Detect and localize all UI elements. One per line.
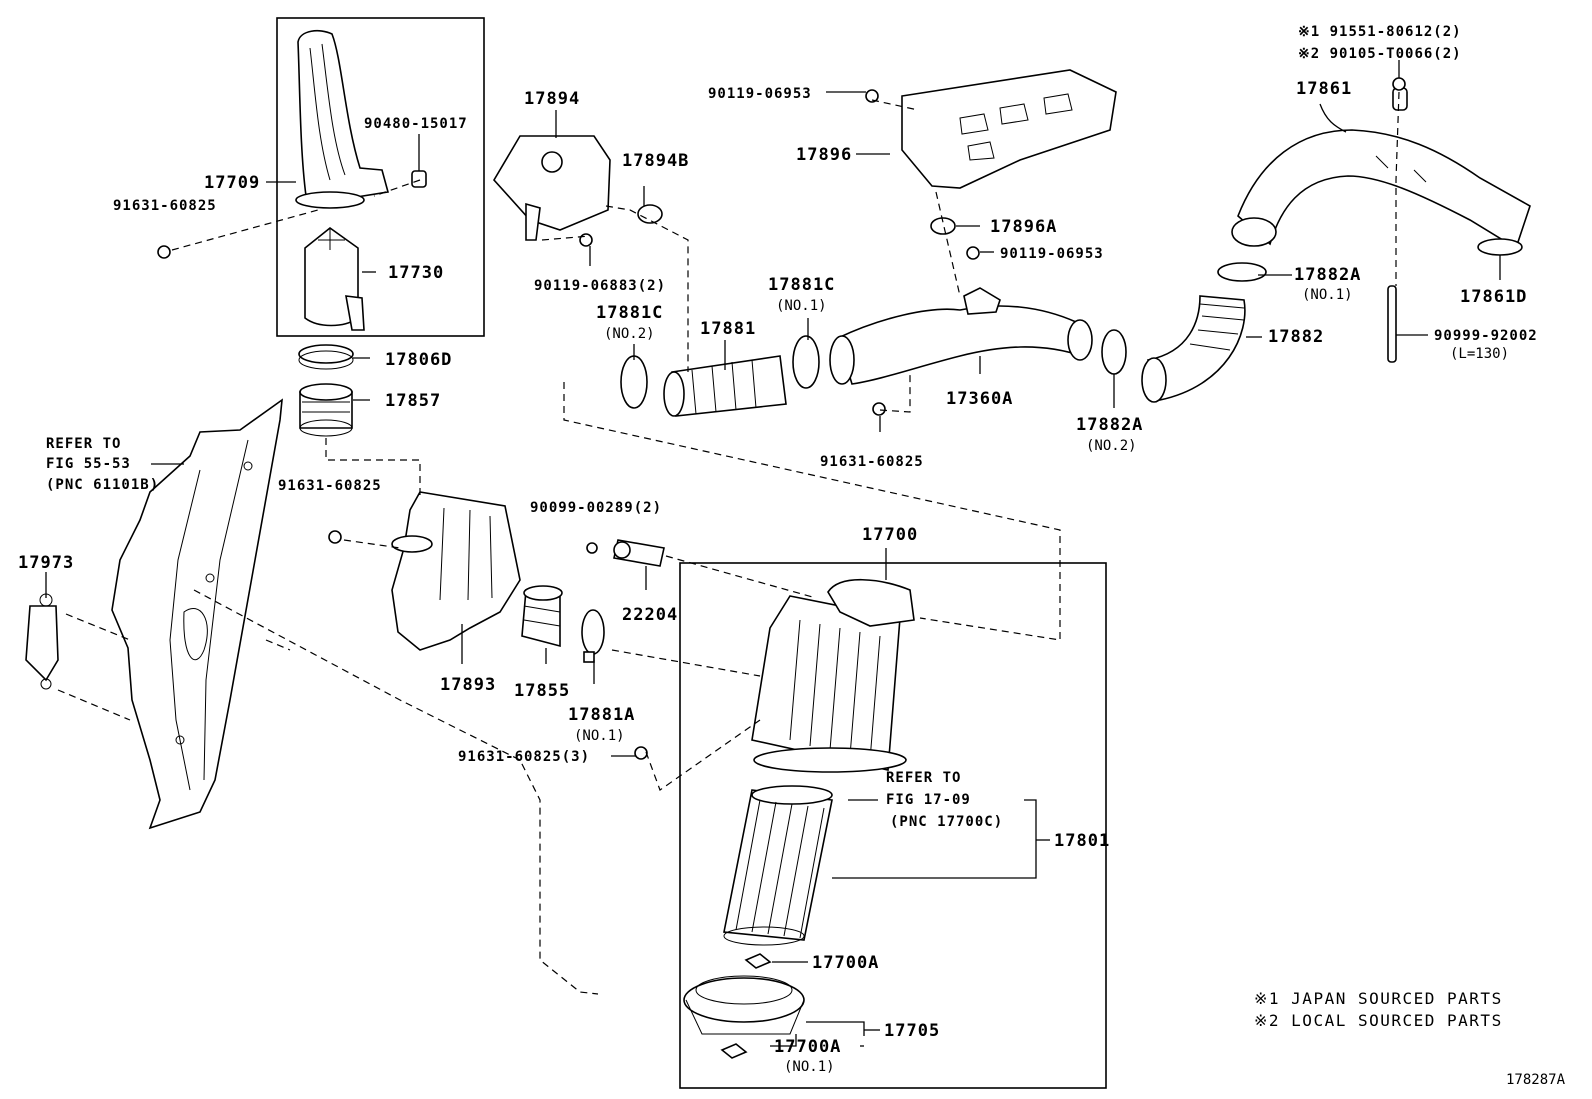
diagram-id: 178287A (1506, 1072, 1566, 1088)
part-17705-cap (683, 975, 805, 1035)
label-17881C-no1-sub: (NO.1) (776, 298, 827, 314)
part-body-panel (111, 398, 283, 830)
label-17894B: 17894B (622, 151, 689, 171)
label-17881C-no1: 17881C (768, 275, 835, 295)
part-17881C-no2-clamp (620, 355, 648, 409)
bolt-icons (157, 77, 1406, 760)
label-91631-60825-a: 91631-60825 (113, 198, 217, 214)
part-17801-filter-element (723, 785, 833, 946)
subassembly-frame-17709 (276, 17, 485, 337)
label-90999-92002: 90999-92002 (1434, 328, 1538, 344)
part-17861-duct (1231, 87, 1531, 250)
label-17730: 17730 (388, 263, 444, 283)
label-17893: 17893 (440, 675, 496, 695)
label-17857: 17857 (385, 391, 441, 411)
label-17881C-no2-sub: (NO.2) (604, 326, 655, 342)
part-17881A-clamp (581, 609, 605, 663)
label-17855: 17855 (514, 681, 570, 701)
label-mark2-part: ※2 90105-T0066(2) (1298, 46, 1462, 62)
label-90480-15017: 90480-15017 (364, 116, 468, 132)
label-17882A-no2-sub: (NO.2) (1086, 438, 1137, 454)
label-22204: 22204 (622, 605, 678, 625)
label-refer-to-1: REFER TO (46, 436, 121, 452)
part-17896A-clamp (930, 217, 956, 235)
label-91631-60825-b: 91631-60825 (278, 478, 382, 494)
label-17700A-no1: 17700A (774, 1037, 841, 1057)
label-90119-06953-a: 90119-06953 (708, 86, 812, 102)
part-17881-hose (663, 355, 787, 417)
label-90119-06883: 90119-06883(2) (534, 278, 666, 294)
part-17730-resonator (304, 226, 365, 331)
subassembly-frame-17700 (679, 562, 1107, 1089)
part-17861D-clamp (1477, 238, 1523, 256)
label-pnc-17700C: (PNC 17700C) (890, 814, 1003, 830)
part-22204-sensor (613, 539, 665, 567)
label-91631-60825-c: 91631-60825 (820, 454, 924, 470)
part-labels: 17709 90480-15017 91631-60825 17730 1780… (18, 24, 1538, 1075)
label-pnc-61101B: (PNC 61101B) (46, 477, 159, 493)
part-17709-inlet-duct (295, 29, 427, 209)
label-17700A: 17700A (812, 953, 879, 973)
label-refer-to-2: REFER TO (886, 770, 961, 786)
label-90119-06953-b: 90119-06953 (1000, 246, 1104, 262)
label-17861D: 17861D (1460, 287, 1527, 307)
label-17861: 17861 (1296, 79, 1352, 99)
label-17882A-no2: 17882A (1076, 415, 1143, 435)
label-fig-55-53: FIG 55-53 (46, 456, 131, 472)
label-17881C-no2: 17881C (596, 303, 663, 323)
label-17882A-no1: 17882A (1294, 265, 1361, 285)
label-17881A-sub: (NO.1) (574, 728, 625, 744)
part-17893-duct (391, 491, 521, 651)
label-17881A: 17881A (568, 705, 635, 725)
part-17700A-clip (720, 953, 772, 1059)
note-local-sourced: ※2 LOCAL SOURCED PARTS (1254, 1011, 1503, 1030)
part-17806D-clamp (298, 344, 354, 370)
label-17881: 17881 (700, 319, 756, 339)
part-17881C-no1-clamp (792, 335, 820, 389)
part-17857-hose (299, 383, 353, 437)
label-17896A: 17896A (990, 217, 1057, 237)
part-17894-resonator (493, 135, 611, 241)
label-90999-92002-sub: (L=130) (1450, 346, 1509, 362)
part-17360A-pipe (829, 287, 1093, 385)
label-17700A-no1-sub: (NO.1) (784, 1059, 835, 1075)
label-17806D: 17806D (385, 350, 452, 370)
label-91631-60825-3: 91631-60825(3) (458, 749, 590, 765)
note-japan-sourced: ※1 JAPAN SOURCED PARTS (1254, 989, 1503, 1008)
part-17882A-no2-clamp (1101, 329, 1127, 375)
part-90999-92002-tube (1387, 285, 1397, 363)
part-17855-hose (521, 585, 563, 648)
label-17360A: 17360A (946, 389, 1013, 409)
label-17709: 17709 (204, 173, 260, 193)
label-17801: 17801 (1054, 831, 1110, 851)
label-17700: 17700 (862, 525, 918, 545)
label-17882A-no1-sub: (NO.1) (1302, 287, 1353, 303)
label-17973: 17973 (18, 553, 74, 573)
label-17882: 17882 (1268, 327, 1324, 347)
part-17896-bracket (901, 69, 1117, 189)
label-17705: 17705 (884, 1021, 940, 1041)
part-17882-hose (1141, 295, 1246, 403)
label-17894: 17894 (524, 89, 580, 109)
connection-lines (57, 91, 1400, 995)
part-17894B-clamp (637, 204, 663, 224)
label-17896: 17896 (796, 145, 852, 165)
label-mark1-part: ※1 91551-80612(2) (1298, 24, 1462, 40)
label-90099-00289: 90099-00289(2) (530, 500, 662, 516)
part-17973-bracket (25, 593, 59, 690)
part-17882A-no1-clamp (1217, 262, 1267, 282)
leader-lines (45, 60, 1501, 1047)
label-fig-17-09: FIG 17-09 (886, 792, 971, 808)
part-17700-air-cleaner (751, 578, 915, 773)
